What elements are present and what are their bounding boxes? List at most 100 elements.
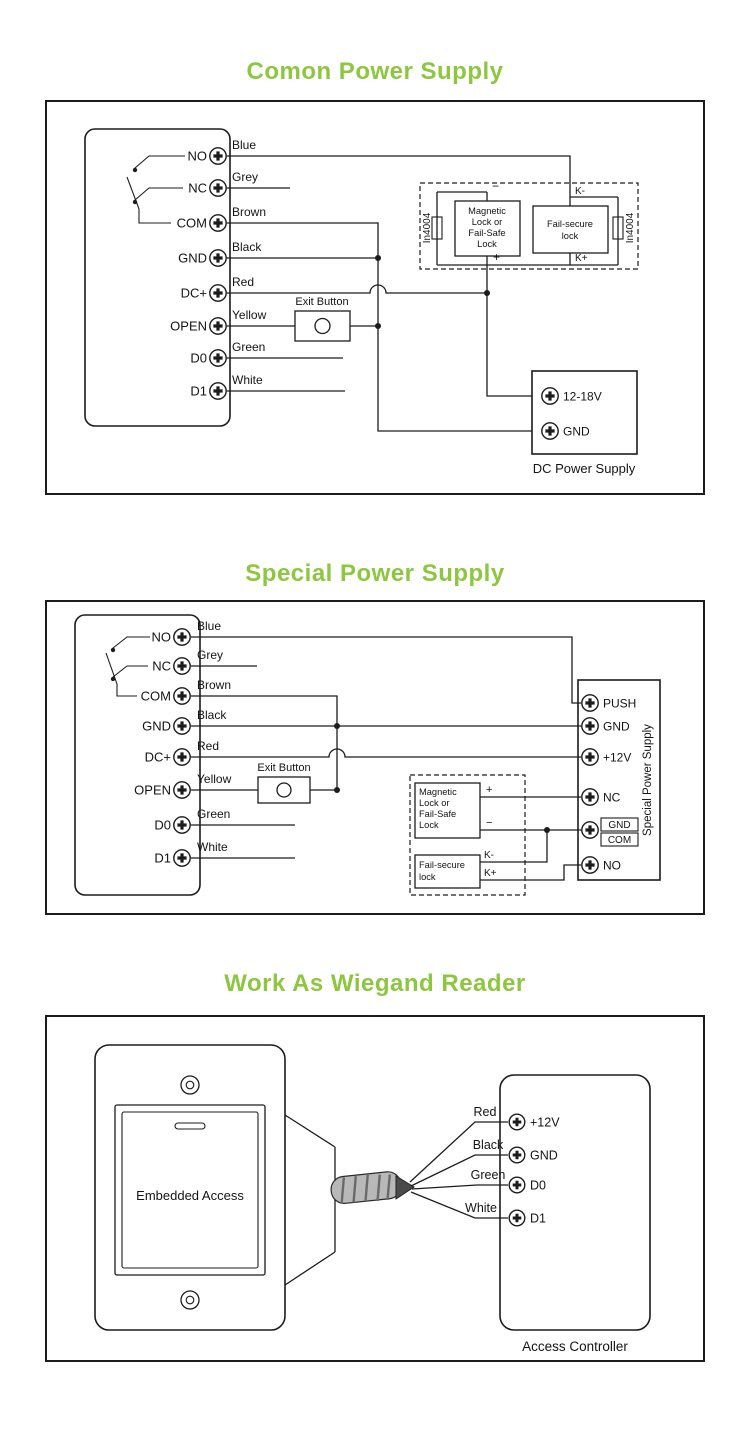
magnetic-lock-box: Magnetic Lock or Fail-Safe Lock: [414, 782, 481, 839]
screw-terminal-gnd: [172, 716, 192, 736]
wire-red: [227, 284, 487, 294]
common-power-diagram-frame: NO NC COM GND DC+ OPEN D0 D1 Blue Grey B…: [45, 100, 705, 495]
mount-bracket: [284, 1114, 336, 1286]
wire-label-green: Green: [471, 1168, 506, 1182]
wire-k-plus: [480, 864, 581, 881]
psu-label-12v: +12V: [603, 751, 631, 765]
psu-label-push: PUSH: [603, 697, 636, 711]
junction-dot: [375, 255, 381, 261]
polarity-k-plus: K+: [484, 868, 497, 879]
ctl-label-gnd: GND: [530, 1149, 558, 1163]
wire-label-grey: Grey: [232, 170, 258, 184]
screw-terminal-open: [208, 316, 228, 336]
wire-label-white: White: [232, 373, 263, 387]
polarity-k-minus: K-: [484, 850, 494, 861]
wire-label-brown: Brown: [232, 205, 266, 219]
psu-label-com-boxed: COM: [608, 835, 631, 846]
wire-label-black: Black: [473, 1138, 504, 1152]
psu-label-gnd-boxed: GND: [608, 820, 630, 831]
wire-label-grey: Grey: [197, 648, 223, 662]
wire-red: [409, 1121, 508, 1183]
terminal-label-com: COM: [177, 216, 207, 231]
wire-label-red: Red: [197, 739, 219, 753]
psu-label-gnd: GND: [603, 720, 630, 734]
exit-button-body: [257, 776, 311, 804]
screw-terminal-d0: [172, 815, 192, 835]
polarity-plus: +: [486, 784, 492, 796]
fail-secure-line2: lock: [562, 231, 579, 241]
magnetic-lock-line4: Lock: [419, 820, 439, 830]
fail-secure-lock-box: Fail-secure lock: [414, 854, 481, 889]
terminal-label-dc: DC+: [145, 750, 171, 765]
relay-contact-dot: [110, 676, 116, 682]
wire-k-minus: [480, 830, 548, 863]
psu-voltage-label: 12-18V: [563, 390, 602, 404]
screw-terminal-d1: [208, 381, 228, 401]
screw-ctl-d1: [507, 1208, 527, 1228]
wire-label-green: Green: [232, 340, 265, 354]
exit-button-label: Exit Button: [257, 762, 310, 774]
terminal-label-open: OPEN: [170, 319, 207, 334]
screw-psu-12v: [580, 747, 600, 767]
led-window: [174, 1122, 206, 1130]
wire-label-blue: Blue: [232, 138, 256, 152]
ctl-label-d1: D1: [530, 1212, 546, 1226]
terminal-label-no: NO: [152, 630, 172, 645]
mount-screw-bottom: [180, 1290, 200, 1310]
wire-label-white: White: [465, 1201, 497, 1215]
psu-gnd-label: GND: [563, 425, 590, 439]
screw-ctl-gnd: [507, 1145, 527, 1165]
screw-psu-no: [580, 855, 600, 875]
junction-dot: [334, 723, 340, 729]
magnetic-lock-line1: Magnetic: [419, 787, 457, 797]
reader-body: [94, 1044, 286, 1331]
reader-label: Embedded Access: [136, 1188, 244, 1203]
psu-label-no: NO: [603, 859, 621, 873]
psu-label-nc: NC: [603, 791, 621, 805]
fail-secure-outline: [532, 205, 609, 254]
junction-dot: [375, 323, 381, 329]
section-title-common: Comon Power Supply: [246, 58, 504, 85]
reader-panel-outer: [114, 1104, 266, 1276]
terminal-label-d0: D0: [190, 351, 207, 366]
screw-psu-gnd: [580, 716, 600, 736]
relay-contact-dot: [110, 647, 116, 653]
relay-symbol: [105, 636, 150, 697]
wire-label-green: Green: [197, 807, 230, 821]
terminal-label-dc: DC+: [181, 286, 207, 301]
special-power-supply: PUSH GND +12V NC NO GND COM Special Powe…: [577, 679, 661, 881]
magnetic-lock-line3: Fail-Safe: [468, 228, 505, 238]
diode-left-body: [431, 216, 443, 240]
wire-label-yellow: Yellow: [197, 772, 232, 786]
screw-terminal-nc: [172, 656, 192, 676]
exit-button: Exit Button: [294, 296, 351, 342]
screw-ctl-12v: [507, 1112, 527, 1132]
junction-dot: [484, 290, 490, 296]
polarity-minus: −: [486, 817, 492, 829]
wire-label-yellow: Yellow: [232, 308, 267, 322]
terminal-label-gnd: GND: [142, 719, 171, 734]
wire-lock-plus-to-psu: [486, 265, 532, 397]
wire-red: [191, 748, 581, 758]
relay-contact-dot: [132, 167, 138, 173]
screw-terminal-no: [208, 146, 228, 166]
screw-terminal-d1: [172, 848, 192, 868]
wire-label-red: Red: [474, 1105, 497, 1119]
polarity-minus: −: [492, 179, 499, 193]
screw-terminal-no: [172, 627, 192, 647]
special-power-diagram: NO NC COM GND DC+ OPEN D0 D1 Blue Grey B…: [74, 614, 661, 896]
exit-button-circle: [314, 317, 331, 335]
mount-screw-top-inner: [185, 1080, 195, 1090]
terminal-label-nc: NC: [188, 181, 207, 196]
psu-com-boxed: [600, 832, 639, 847]
access-controller: +12V GND D0 D1 Access Controller: [499, 1074, 651, 1354]
polarity-k-minus: K-: [575, 186, 585, 197]
dc-power-supply-caption: DC Power Supply: [533, 461, 636, 476]
exit-button-body: [294, 310, 351, 342]
controller-body: [499, 1074, 651, 1331]
wiegand-diagram: Embedded Access Red Black Green White: [94, 1044, 651, 1354]
screw-psu-gndcom: [580, 820, 600, 840]
section-title-special: Special Power Supply: [245, 560, 505, 587]
reader-panel-inner: [121, 1111, 259, 1269]
terminal-label-nc: NC: [152, 659, 171, 674]
